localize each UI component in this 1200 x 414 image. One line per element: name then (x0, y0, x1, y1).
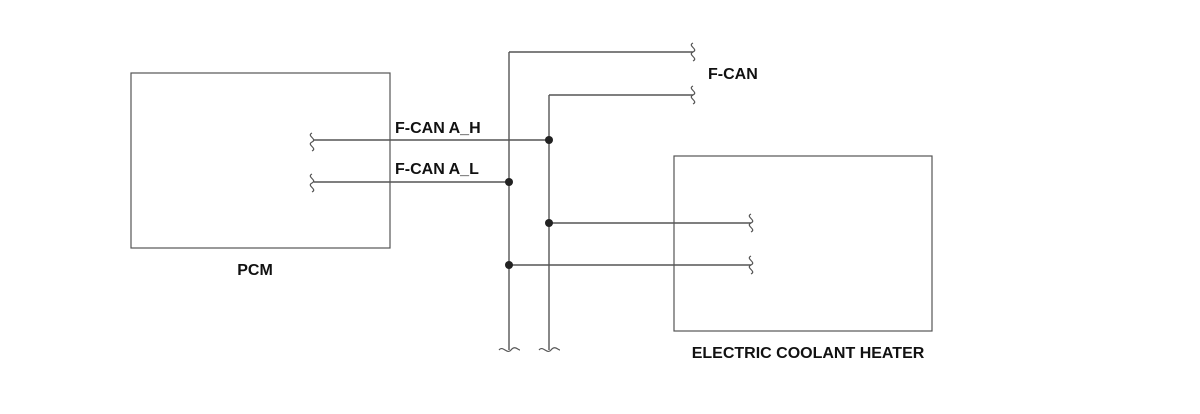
heater-label: ELECTRIC COOLANT HEATER (692, 345, 925, 362)
f-can-break-high-icon (690, 85, 696, 105)
heater-terminal-high-icon (748, 213, 754, 233)
junction-dot-can-l (505, 178, 513, 186)
f-can-bus-label: F-CAN (708, 66, 758, 83)
heater-terminal-low-icon (748, 255, 754, 275)
f-can-a-l-label: F-CAN A_L (395, 161, 479, 178)
pcm-can-h-terminal-icon (309, 132, 315, 152)
junction-dot-heater-low (505, 261, 513, 269)
electric-coolant-heater-box (673, 155, 933, 332)
junction-dot-heater-high (545, 219, 553, 227)
bus-bottom-break-high-icon (538, 347, 561, 353)
junction-dot-can-h (545, 136, 553, 144)
pcm-box (130, 72, 391, 249)
f-can-a-h-label: F-CAN A_H (395, 120, 481, 137)
f-can-break-low-icon (690, 42, 696, 62)
bus-bottom-break-low-icon (498, 347, 521, 353)
pcm-can-l-terminal-icon (309, 173, 315, 193)
pcm-label: PCM (237, 262, 273, 279)
